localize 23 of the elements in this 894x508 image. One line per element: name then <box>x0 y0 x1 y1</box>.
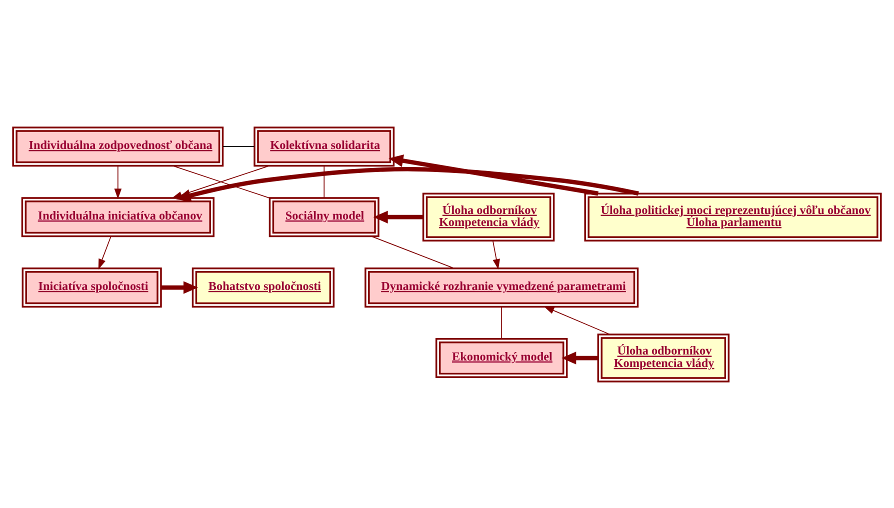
node-box: Bohatstvo spoločnosti <box>192 267 335 308</box>
connector <box>371 235 455 268</box>
connector <box>222 146 255 147</box>
node-box: Individuálna iniciatíva občanov <box>21 196 214 237</box>
node-box: Individuálna zodpovednosť občana <box>12 126 224 166</box>
arrow <box>544 306 611 334</box>
node-box: Úloha politickej moci reprezentujúcej vôľu občanov Úloha parlamentu <box>584 192 882 241</box>
arrow <box>562 351 598 364</box>
node-box: Iniciatíva spoločnosti <box>22 267 162 308</box>
arrow <box>161 280 198 294</box>
node-box: Dynamické rozhranie vymedzené parametrami <box>364 267 639 308</box>
arrow <box>373 210 423 223</box>
node-box: Úloha odborníkov Kompetencia vlády <box>597 333 730 382</box>
arrow <box>114 164 122 199</box>
node-box: Kolektívna solidarita <box>254 126 395 166</box>
connector <box>501 306 502 339</box>
node-box: Úloha odborníkov Kompetencia vlády <box>422 192 555 241</box>
node-box: Ekonomický model <box>435 338 568 378</box>
node-box: Sociálny model <box>268 196 380 237</box>
connector <box>324 164 325 198</box>
arrow <box>388 154 598 196</box>
arrow <box>98 235 112 269</box>
arrow <box>492 240 500 270</box>
